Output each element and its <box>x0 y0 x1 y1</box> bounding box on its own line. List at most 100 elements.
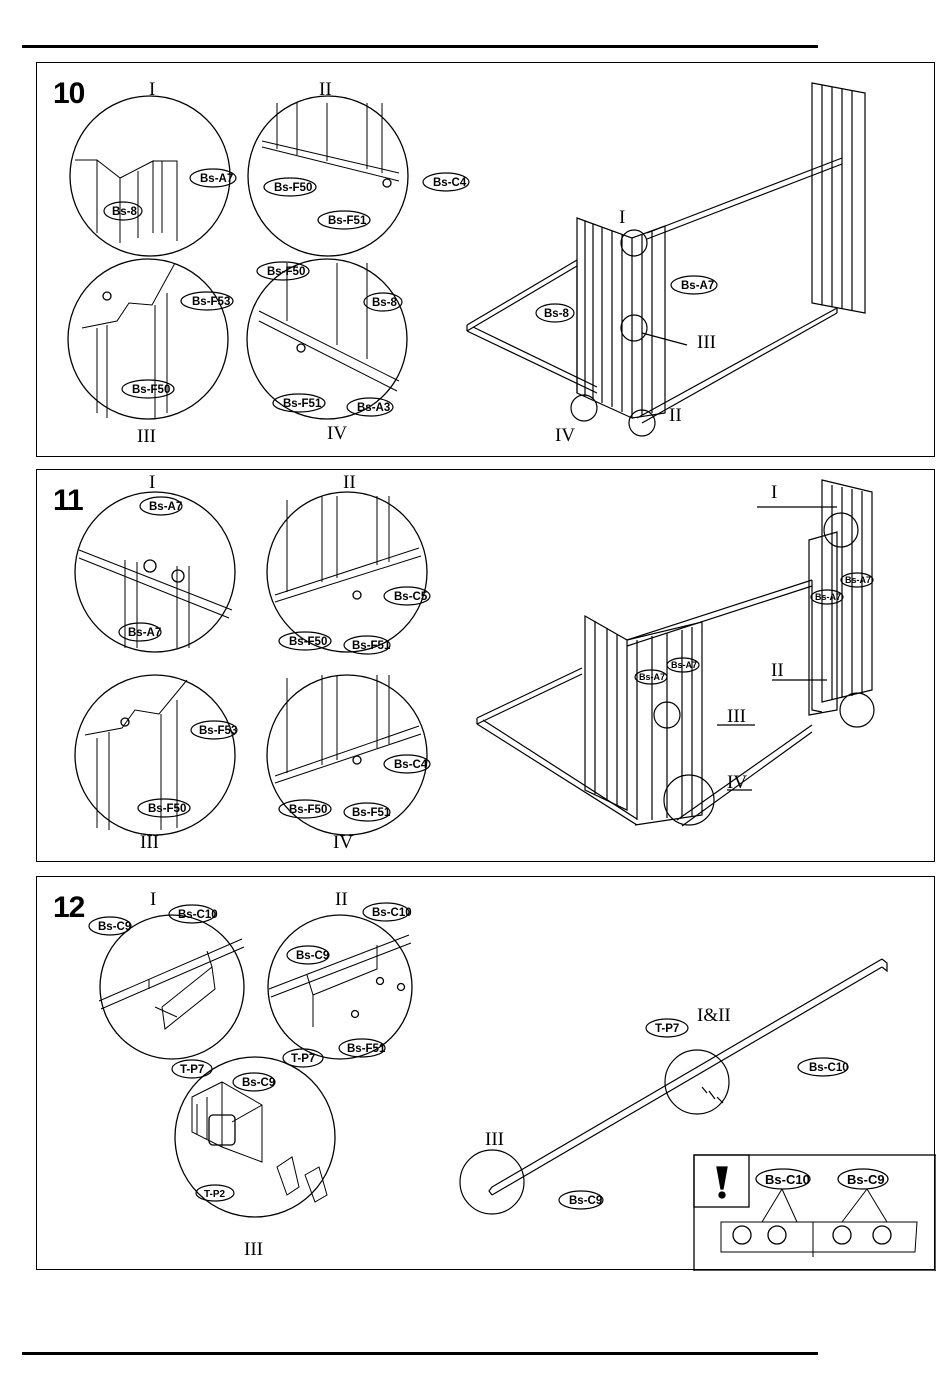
detail-circle-iv <box>246 258 408 420</box>
detail-circle-iii <box>74 674 236 836</box>
part-tag-ellipse <box>256 261 310 281</box>
part-label-bs-f50: Bs-F50 <box>289 804 327 816</box>
detail-label-i: I <box>149 79 155 100</box>
part-tag-ellipse <box>362 902 410 922</box>
detail-circle-iii <box>174 1056 336 1218</box>
part-tag-ellipse <box>383 754 431 774</box>
part-label-t-p7: T-P7 <box>655 1023 679 1035</box>
part-label-bs-c9: Bs-C9 <box>98 921 131 933</box>
step-10-assembly <box>466 82 866 437</box>
part-label-t-p7: T-P7 <box>180 1064 204 1076</box>
main-label-iv: IV <box>727 772 747 793</box>
detail-circle-ii <box>266 491 428 653</box>
part-tag-ellipse <box>121 379 175 399</box>
main-label-i-and-ii: I&II <box>697 1005 731 1026</box>
part-label-bs-c10: Bs-C10 <box>178 909 218 921</box>
bottom-rule <box>22 1352 818 1355</box>
detail-label-ii: II <box>335 889 348 910</box>
part-label-bs-a7: Bs-A7 <box>149 501 182 513</box>
step-10-drawing: I II III IV <box>67 79 866 447</box>
part-tag-ellipse <box>383 586 431 606</box>
main-label-i: I <box>771 482 777 503</box>
part-label-bs-8: Bs-8 <box>544 308 570 320</box>
part-label-bs-a7: Bs-A7 <box>671 660 697 670</box>
main-label-ii: II <box>669 405 682 426</box>
part-label-bs-f51: Bs-F51 <box>352 807 391 819</box>
part-tag-ellipse <box>272 393 326 413</box>
part-label-t-p7: T-P7 <box>291 1053 315 1065</box>
part-label-bs-f50: Bs-F50 <box>148 803 186 815</box>
part-tag-ellipse <box>634 669 668 685</box>
part-label-bs-f51: Bs-F51 <box>352 640 391 652</box>
part-label-bs-f51: Bs-F51 <box>328 215 367 227</box>
part-label-bs-c4: Bs-C4 <box>433 177 467 189</box>
part-tag-ellipse <box>263 177 317 197</box>
detail-circle-i <box>98 914 245 1060</box>
part-tag-ellipse <box>755 1168 811 1190</box>
part-label-bs-f50: Bs-F50 <box>132 384 170 396</box>
part-label-bs-8: Bs-8 <box>112 206 138 218</box>
part-tag-ellipse <box>363 292 403 312</box>
step-10-panel: 10 I II III <box>36 62 935 457</box>
part-tag-ellipse <box>88 916 132 936</box>
detail-label-ii: II <box>343 472 356 493</box>
part-label-bs-a7: Bs-A7 <box>200 173 233 185</box>
part-tag-ellipse <box>118 622 162 642</box>
part-label-bs-f50: Bs-F50 <box>289 636 327 648</box>
note-label-bs-c9: Bs-C9 <box>847 1172 885 1187</box>
main-label-iii: III <box>697 332 716 353</box>
part-tag-ellipse <box>810 589 844 605</box>
part-label-bs-a3: Bs-A3 <box>357 402 390 414</box>
part-tag-ellipse <box>103 201 143 221</box>
main-label-iii: III <box>727 706 746 727</box>
part-label-bs-f51: Bs-F51 <box>283 398 322 410</box>
part-tag-ellipse <box>282 1048 324 1068</box>
part-tag-ellipse <box>797 1057 849 1077</box>
part-tag-ellipse <box>670 275 718 295</box>
part-label-bs-a7: Bs-A7 <box>128 627 161 639</box>
part-label-bs-a7: Bs-A7 <box>681 280 714 292</box>
part-tag-ellipse <box>840 572 874 588</box>
part-label-bs-c10: Bs-C10 <box>372 907 412 919</box>
detail-label-iv: IV <box>327 423 347 444</box>
detail-circle-ii <box>247 95 409 257</box>
part-tag-ellipse <box>189 168 237 188</box>
part-label-bs-f53: Bs-F53 <box>199 725 237 737</box>
part-label-bs-c10: Bs-C10 <box>809 1062 849 1074</box>
step-number: 11 <box>53 484 84 517</box>
part-label-bs-f53: Bs-F53 <box>192 296 230 308</box>
part-label-bs-a7: Bs-A7 <box>639 672 665 682</box>
step-number: 10 <box>53 77 85 110</box>
part-label-t-p2: T-P2 <box>204 1189 226 1200</box>
part-tag-ellipse <box>168 904 216 924</box>
part-tag-ellipse <box>286 945 330 965</box>
part-tag-ellipse <box>278 799 332 819</box>
main-label-iv: IV <box>555 425 575 446</box>
detail-circle-iii <box>67 258 229 420</box>
part-tag-ellipse <box>343 802 391 822</box>
part-label-bs-c9: Bs-C9 <box>242 1077 275 1089</box>
step-number: 12 <box>53 891 85 924</box>
note-box <box>693 1154 936 1271</box>
detail-label-iii: III <box>140 832 159 853</box>
part-tag-ellipse <box>171 1059 213 1079</box>
detail-label-iii: III <box>137 426 156 447</box>
part-label-bs-c9: Bs-C9 <box>569 1195 602 1207</box>
detail-circle-ii <box>267 914 413 1060</box>
main-label-ii: II <box>771 660 784 681</box>
step-12-drawing: I II III <box>88 889 936 1271</box>
part-label-bs-8: Bs-8 <box>372 297 398 309</box>
part-label-bs-c4: Bs-C4 <box>394 759 428 771</box>
part-tag-ellipse <box>137 798 191 818</box>
main-label-i: I <box>619 207 625 228</box>
part-tag-ellipse <box>317 210 371 230</box>
part-label-bs-c5: Bs-C5 <box>394 591 428 603</box>
part-tag-ellipse <box>180 291 234 311</box>
detail-circle-i <box>69 95 231 257</box>
detail-circle-iv <box>266 674 428 836</box>
step-11-panel: 11 I II III <box>36 469 935 862</box>
detail-label-i: I <box>149 472 155 493</box>
part-tag-ellipse <box>232 1072 276 1092</box>
top-rule <box>22 45 818 48</box>
part-tag-ellipse <box>278 631 332 651</box>
